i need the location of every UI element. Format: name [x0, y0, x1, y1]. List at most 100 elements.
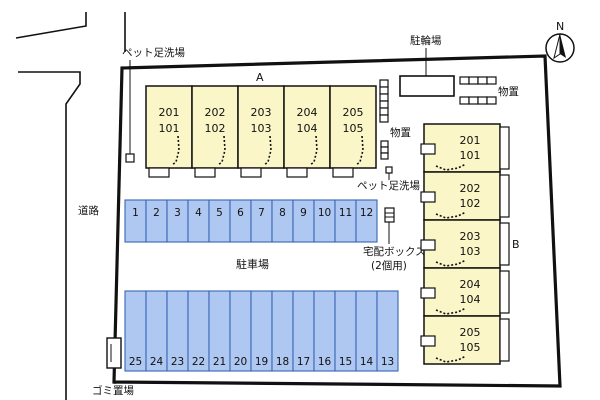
- garbage-label: ゴミ置場: [92, 384, 134, 397]
- unit-upper-number: 202: [205, 106, 226, 119]
- storage-cell: [379, 86, 389, 95]
- storage-cell: [486, 96, 497, 105]
- road-lines: [15, 12, 126, 400]
- storage-top-label: 物置: [498, 85, 519, 98]
- unit-lower-number: 105: [343, 122, 364, 135]
- pet-wash-mid: ペット足洗場: [357, 166, 420, 192]
- building-a-name: A: [256, 71, 264, 84]
- parking-space-number: 11: [339, 207, 352, 219]
- unit-upper-number: 204: [297, 106, 318, 119]
- parking-space-number: 13: [381, 356, 394, 368]
- storage-cell: [486, 76, 497, 85]
- road-label: 道路: [78, 204, 99, 217]
- parking-space: 21: [208, 290, 231, 372]
- parking-space-number: 25: [129, 356, 142, 368]
- unit-upper-number: 203: [251, 106, 272, 119]
- garbage-area: ゴミ置場: [92, 337, 134, 397]
- unit-upper-number: 202: [460, 182, 481, 195]
- parking-space-number: 10: [318, 207, 331, 219]
- parking-space-number: 24: [150, 356, 164, 368]
- parking-space: 24: [145, 290, 168, 372]
- storage-cell: [380, 140, 389, 148]
- building-b-name: B: [512, 238, 520, 251]
- storage-cell: [379, 79, 389, 88]
- parking-space-number: 21: [213, 356, 226, 368]
- storage-cell: [380, 152, 389, 160]
- storage-cell: [459, 76, 470, 85]
- unit-upper-number: 205: [460, 326, 481, 339]
- parking-space: 10: [313, 199, 336, 243]
- parking-space: 20: [229, 290, 252, 372]
- delivery-box-label: 宅配ボックス: [363, 245, 426, 258]
- north-arrow-icon: N: [545, 20, 575, 63]
- unit-lower-number: 104: [297, 122, 318, 135]
- parking-space: 1: [124, 199, 147, 243]
- parking-space: 19: [250, 290, 273, 372]
- storage-cell: [468, 96, 479, 105]
- storage-mid-label: 物置: [390, 126, 411, 139]
- delivery-box-note: (2個用): [371, 259, 407, 272]
- parking-space-number: 12: [360, 207, 373, 219]
- parking-space-number: 3: [174, 207, 181, 219]
- parking-space: 14: [355, 290, 378, 372]
- parking-space-number: 8: [279, 207, 286, 219]
- unit-lower-number: 102: [460, 197, 481, 210]
- parking-space-number: 2: [153, 207, 160, 219]
- delivery-box: 宅配ボックス (2個用): [363, 207, 426, 272]
- parking-space-number: 18: [276, 356, 289, 368]
- unit-lower-number: 101: [159, 122, 180, 135]
- unit-lower-number: 101: [460, 149, 481, 162]
- unit-upper-number: 205: [343, 106, 364, 119]
- parking-space: 7: [250, 199, 273, 243]
- parking-space-number: 6: [237, 207, 244, 219]
- unit-lower-number: 103: [251, 122, 272, 135]
- unit-lower-number: 102: [205, 122, 226, 135]
- bike-parking-label: 駐輪場: [410, 34, 442, 47]
- parking-space-number: 16: [318, 356, 332, 368]
- parking-space-number: 20: [234, 356, 247, 368]
- parking-space-number: 22: [192, 356, 205, 368]
- parking-space: 18: [271, 290, 294, 372]
- parking-space-number: 23: [171, 356, 184, 368]
- site-boundary: [112, 54, 562, 388]
- parking-space-number: 9: [300, 207, 307, 219]
- parking-space: 9: [292, 199, 315, 243]
- parking-space: 16: [313, 290, 336, 372]
- unit-lower-number: 103: [460, 245, 481, 258]
- pet-wash-top: ペット足洗場: [122, 46, 185, 163]
- storage-mid: 物置: [379, 79, 411, 160]
- parking-space: 17: [292, 290, 315, 372]
- bicycle-parking: 駐輪場: [399, 34, 455, 97]
- parking-space: 12: [355, 199, 378, 243]
- parking-space: 11: [334, 199, 357, 243]
- parking-space: 23: [166, 290, 189, 372]
- pet-wash-mid-label: ペット足洗場: [357, 179, 420, 192]
- storage-cell: [379, 107, 389, 116]
- parking-space: 25: [124, 290, 147, 372]
- parking-space: 3: [166, 199, 189, 243]
- parking-space: 6: [229, 199, 252, 243]
- parking-space: 13: [376, 290, 399, 372]
- parking-space: 8: [271, 199, 294, 243]
- storage-cell: [379, 100, 389, 109]
- parking-space: 22: [187, 290, 210, 372]
- unit-upper-number: 204: [460, 278, 481, 291]
- storage-cell: [379, 114, 389, 123]
- parking-space: 15: [334, 290, 357, 372]
- parking-space: 5: [208, 199, 231, 243]
- parking-space: 2: [145, 199, 168, 243]
- parking-space-number: 19: [255, 356, 268, 368]
